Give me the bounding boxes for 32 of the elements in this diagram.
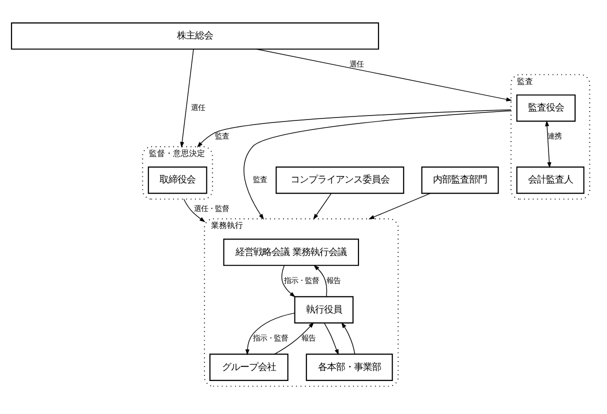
edge-label: 報告 (326, 275, 340, 284)
arrow (341, 322, 356, 354)
node-box: 会計監査人 (516, 166, 584, 194)
arrow (281, 264, 296, 297)
node-box: 取締役会 (148, 166, 208, 194)
edge-label: 監査 (252, 174, 267, 184)
arrow (324, 322, 339, 355)
node-box: 監査役会 (516, 94, 576, 122)
arrow (256, 48, 512, 101)
node-box: 株主総会 (10, 22, 380, 50)
arrow (313, 192, 332, 220)
arrow (274, 322, 314, 354)
edge-label: 報告 (302, 332, 316, 342)
arrow (244, 110, 512, 220)
edge-label: 指示・監督 (252, 332, 288, 342)
edge-label: 指示・監督 (284, 275, 320, 284)
arrow (314, 264, 328, 296)
node-box: 内部監査部門 (421, 166, 499, 194)
node-box: 経営戦略会議 業務執行会議 (223, 238, 360, 266)
edge-label: 監査 (214, 131, 229, 140)
arrow (183, 198, 206, 222)
node-box: コンプライアンス委員会 (276, 166, 404, 194)
arrow (197, 108, 512, 147)
node-box: 各本部・事業部 (306, 353, 393, 380)
arrow (245, 312, 296, 355)
edge-label: 選任 (190, 102, 205, 112)
edge-label: 選任・監督 (194, 203, 229, 212)
arrow (180, 48, 194, 148)
edge-label: 選任 (350, 59, 364, 68)
node-box: グループ会社 (209, 353, 288, 380)
node-box: 執行役員 (294, 296, 354, 323)
arrow (368, 192, 431, 219)
